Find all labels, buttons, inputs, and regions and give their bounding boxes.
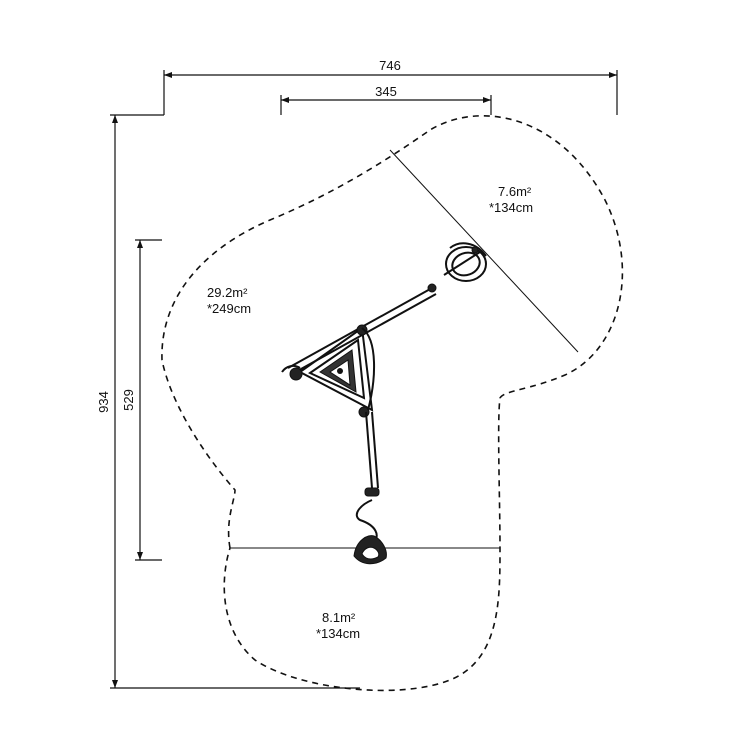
total-height-label: 934 xyxy=(96,391,111,413)
bottom-seat-element xyxy=(353,535,387,565)
zone-main-fall-height: *249cm xyxy=(207,301,251,316)
zone-bottom-fall-height: *134cm xyxy=(316,626,360,641)
dimension-total-height: 934 xyxy=(96,115,360,689)
total-width-label: 746 xyxy=(379,58,401,73)
safety-zone-outline xyxy=(161,115,624,692)
zone-main-area: 29.2m² xyxy=(207,285,248,300)
inner-width-label: 345 xyxy=(375,84,397,99)
zone-bottom-area: 8.1m² xyxy=(322,610,356,625)
central-hub xyxy=(281,324,375,418)
zone-upper-right-fall-height: *134cm xyxy=(489,200,533,215)
dimension-total-width: 746 xyxy=(110,58,618,116)
zone-divider-upper xyxy=(389,149,579,353)
dimension-inner-height: 529 xyxy=(121,239,162,561)
play-equipment-drawing xyxy=(281,242,487,565)
upper-ring-element xyxy=(427,242,487,293)
inner-height-label: 529 xyxy=(121,389,136,411)
zone-upper-right-area: 7.6m² xyxy=(498,184,532,199)
dimension-inner-width: 345 xyxy=(280,84,492,115)
